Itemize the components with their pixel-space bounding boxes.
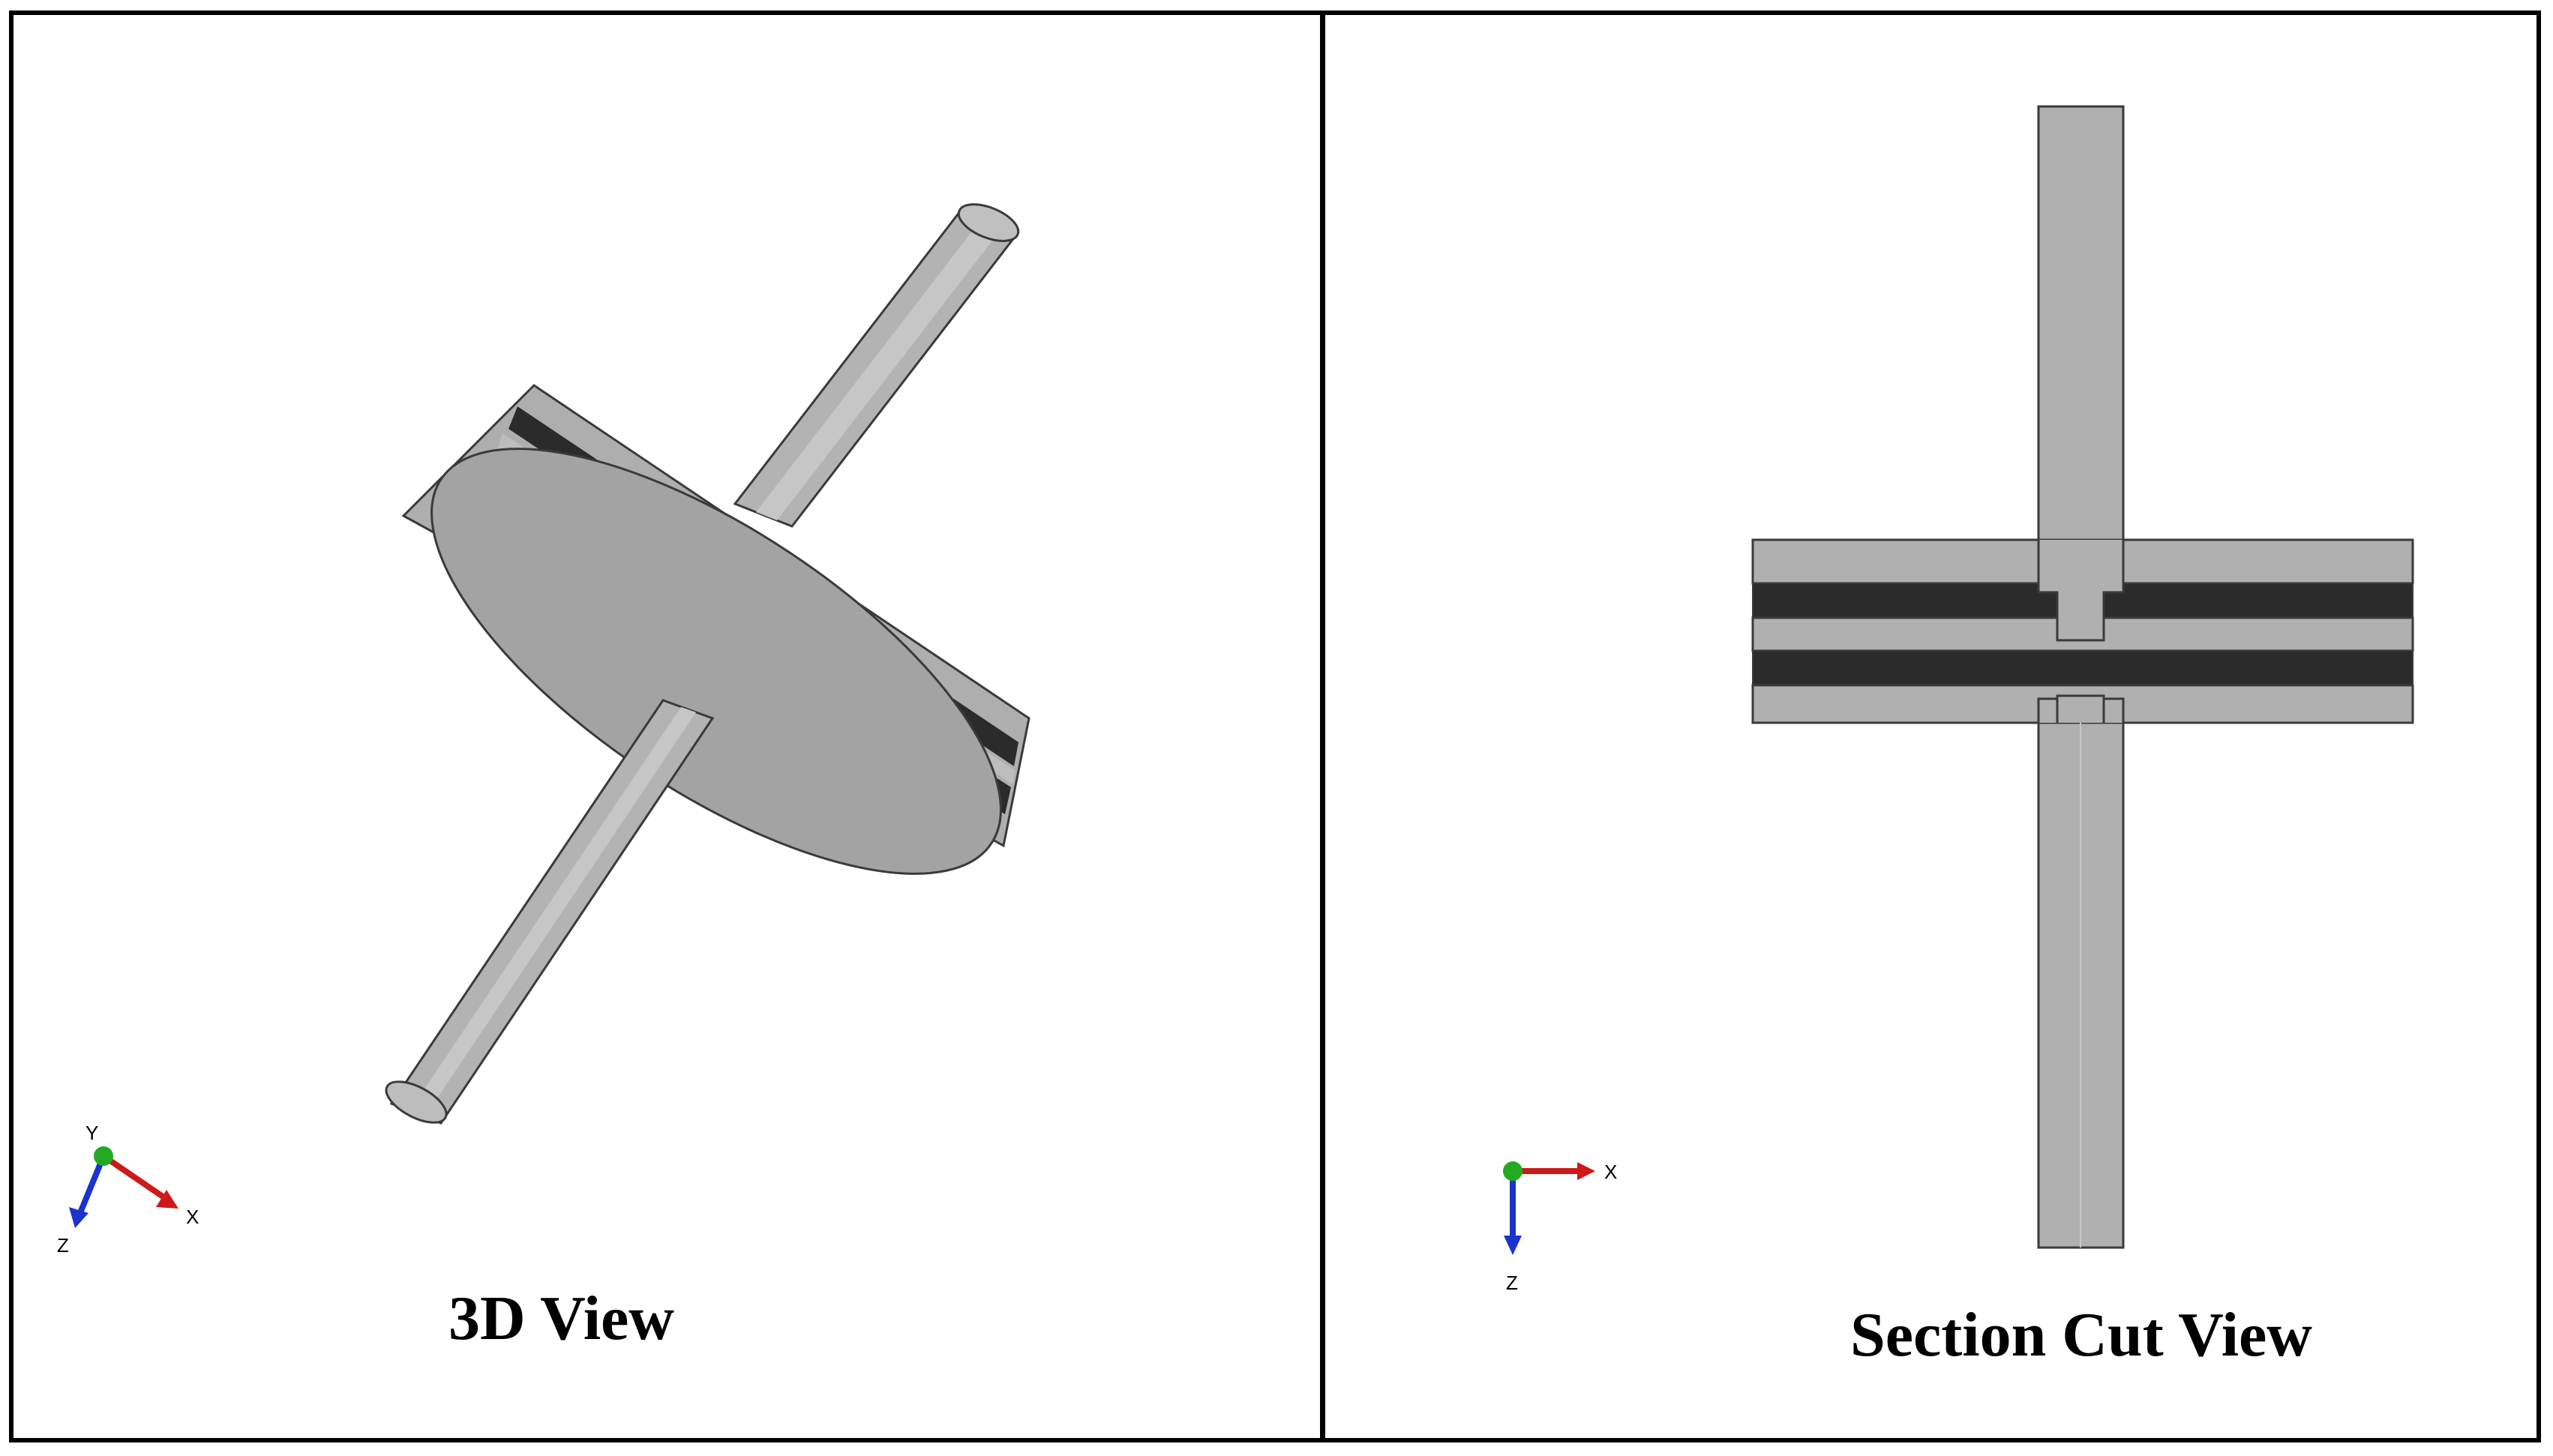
shaft-upper-section <box>2037 105 2125 558</box>
x-axis-arrow-icon <box>1577 1162 1595 1180</box>
y-axis-dot-icon <box>1503 1161 1522 1181</box>
panel-3d-view: Y X Z 3D View <box>14 15 1320 1438</box>
disk-front-face <box>430 448 1002 875</box>
shaft-stub-upper <box>2037 540 2125 642</box>
shaft-back <box>733 203 1020 528</box>
caption-3d-view: 3D View <box>448 1284 674 1353</box>
panel-divider <box>1320 10 1325 1443</box>
axis-label-x: X <box>1604 1161 1617 1183</box>
x-axis-arrow-icon <box>156 1190 178 1209</box>
axis-triad-section: X Z <box>1503 1161 1617 1294</box>
dark-layer-lower-section <box>1752 650 2414 686</box>
panel-section-cut-view: X Z Section Cut View <box>1325 15 2536 1438</box>
axis-label-z: Z <box>57 1234 69 1257</box>
z-axis-arrow-icon <box>1504 1236 1522 1255</box>
shaft-front <box>385 699 715 1125</box>
axis-label-x: X <box>186 1206 199 1228</box>
model-3d-canvas: Y X Z <box>57 203 1030 1257</box>
axis-label-y: Y <box>86 1122 98 1144</box>
axis-label-z: Z <box>1506 1272 1518 1294</box>
z-axis-arrow-icon <box>69 1207 88 1228</box>
caption-section-cut-view: Section Cut View <box>1850 1300 2312 1370</box>
axis-triad-3d: Y X Z <box>57 1122 199 1257</box>
y-axis-dot-icon <box>94 1146 113 1166</box>
shaft-stub-lower <box>2037 694 2125 723</box>
section-cut-canvas: X Z <box>1503 105 2414 1294</box>
